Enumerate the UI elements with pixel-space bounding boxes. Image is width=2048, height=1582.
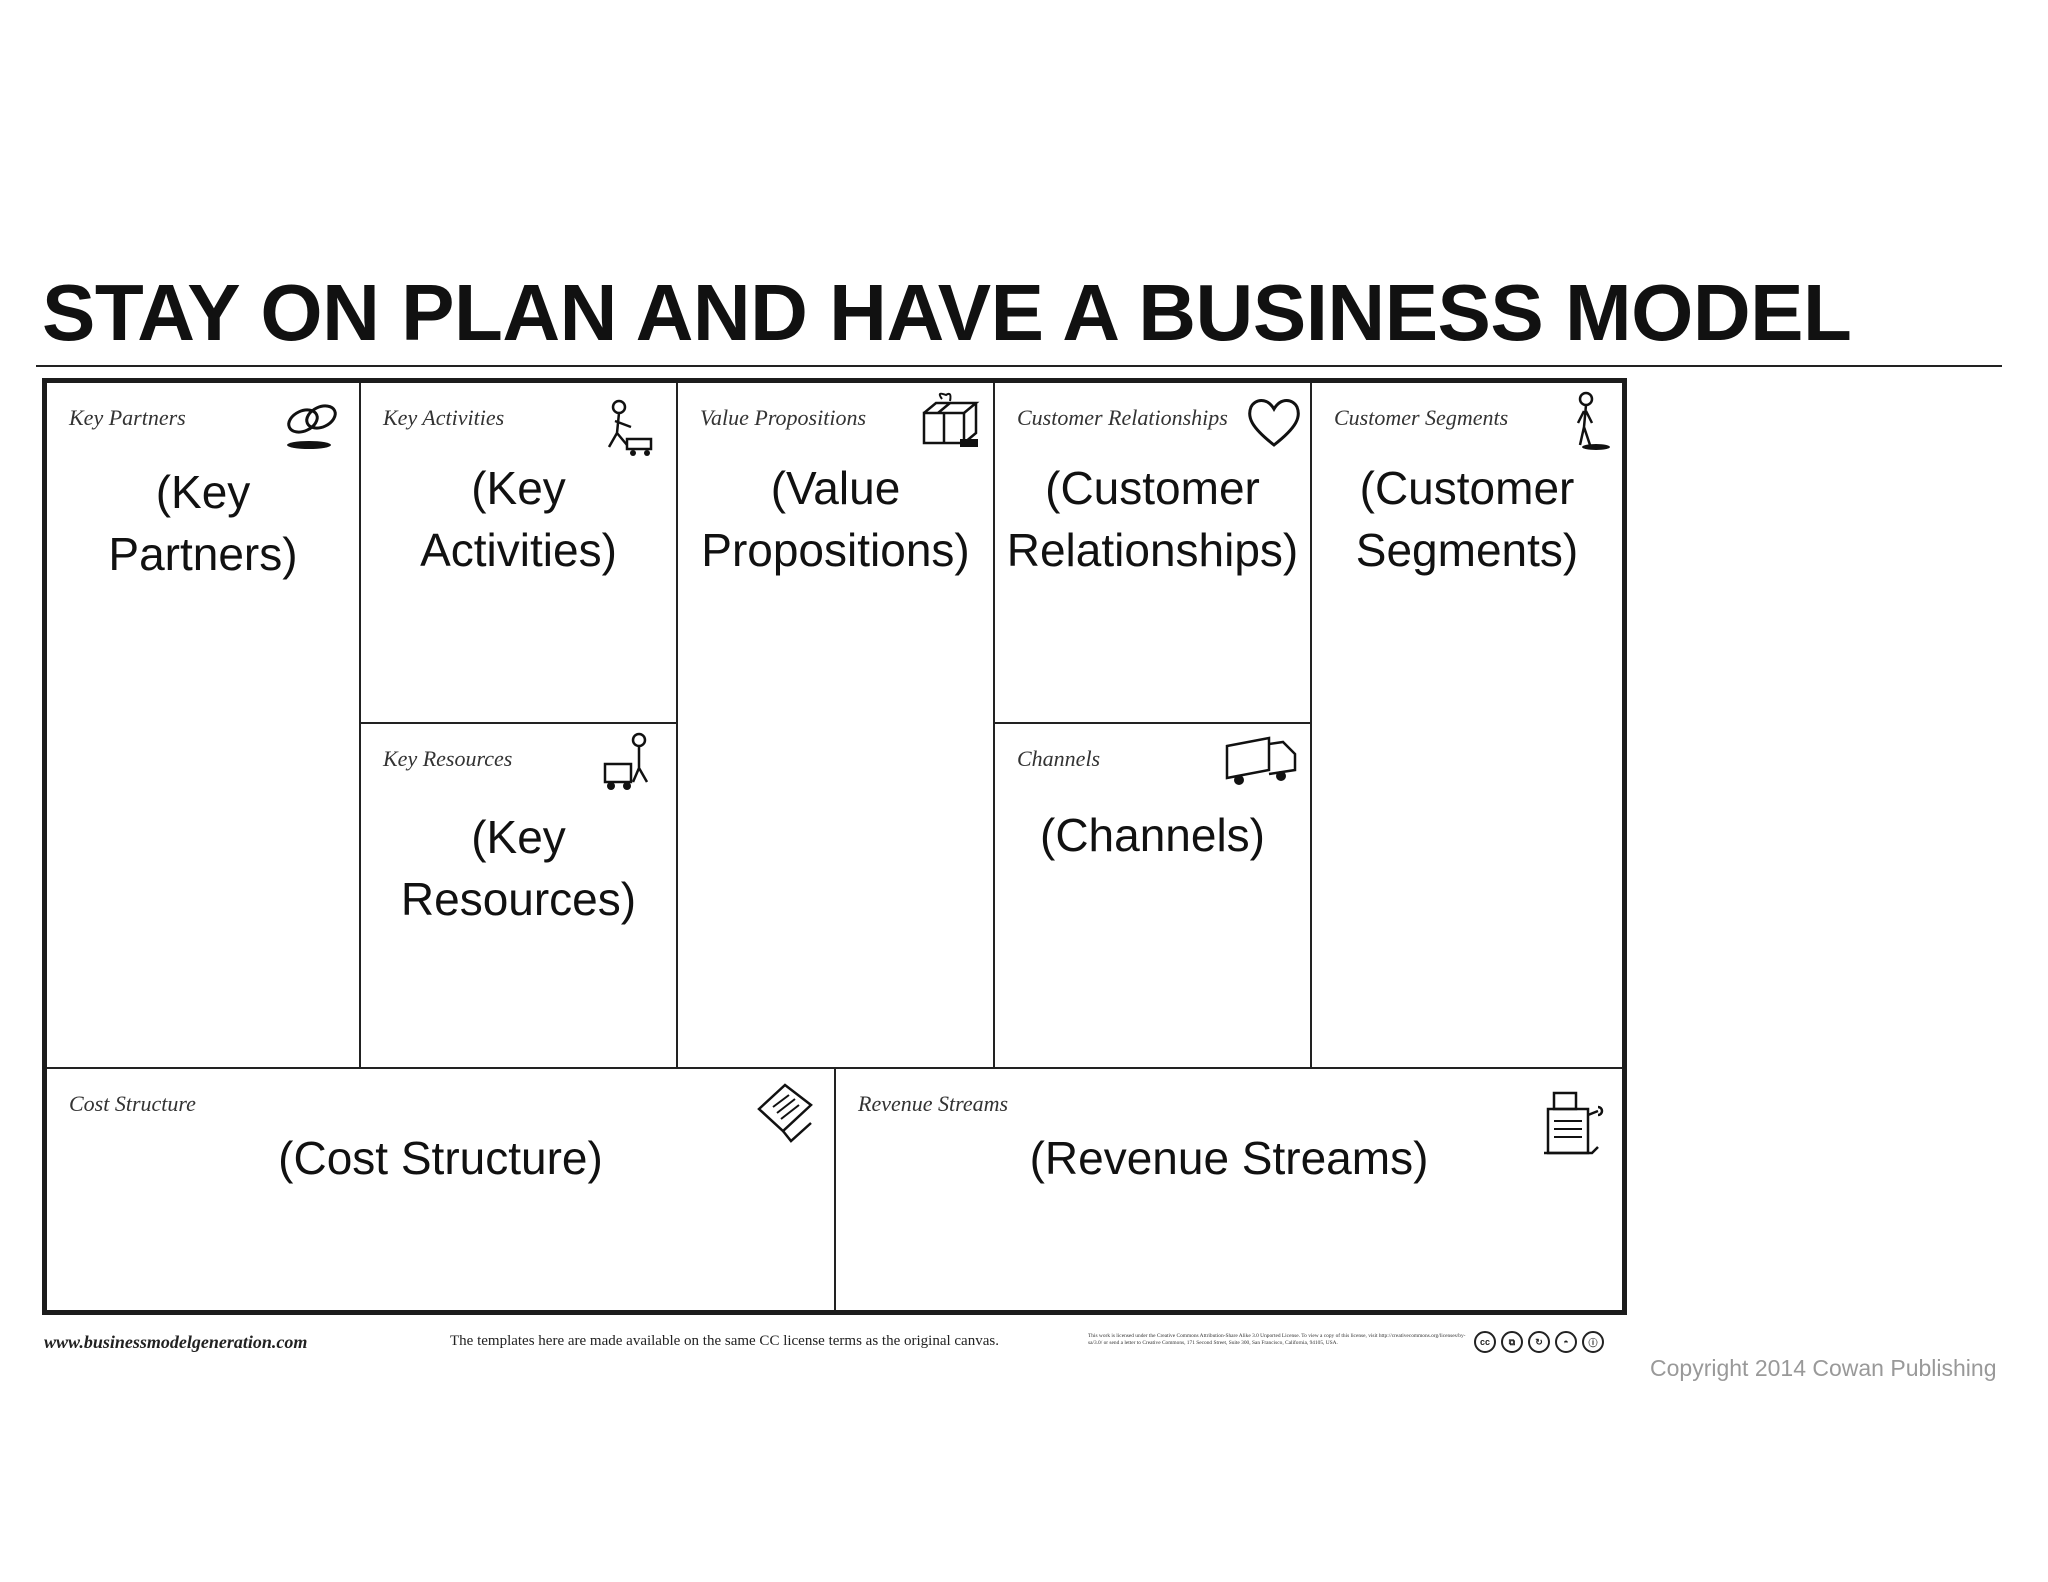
block-text-line: Segments): [1355, 524, 1579, 576]
key-resources-block: Key Resources (Key Resources): [361, 724, 676, 1067]
block-text-line: Activities): [420, 524, 617, 576]
worker-icon: [597, 395, 663, 461]
block-text-line: Propositions): [701, 524, 970, 576]
block-label: Key Partners: [69, 405, 186, 430]
block-text-line: Resources): [400, 873, 637, 925]
divider: [993, 722, 1310, 724]
footer-license-text: This work is licensed under the Creative…: [1088, 1333, 1466, 1346]
divider: [1310, 383, 1312, 1069]
cc-license-icons: cc ⧉ ↻ ◓ ⓘ: [1474, 1331, 1604, 1353]
block-label: Value Propositions: [700, 405, 867, 430]
customer-relationships-block: Customer Relationships (Customer Relatio…: [995, 383, 1310, 722]
block-text-line: (Key: [471, 462, 566, 514]
page-title: STAY ON PLAN AND HAVE A BUSINESS MODEL: [42, 268, 1852, 357]
copyright-notice: Copyright 2014 Cowan Publishing: [1650, 1355, 1997, 1381]
divider: [676, 383, 678, 1069]
share-alike-icon: ↻: [1528, 1331, 1550, 1353]
block-text-line: (Cost Structure): [278, 1132, 603, 1184]
chain-link-icon: [279, 391, 345, 457]
footer-site-url[interactable]: www.businessmodelgeneration.com: [44, 1332, 308, 1352]
value-propositions-block: Value Propositions (Value Propositions): [678, 383, 993, 1067]
block-text-line: (Key: [155, 466, 251, 518]
business-model-canvas: Key Partners (Key Partners) Key Activiti…: [42, 378, 1627, 1315]
cash-register-icon: [1538, 1085, 1608, 1165]
footer-templates-note: The templates here are made available on…: [450, 1333, 999, 1349]
channels-block: Channels (Channels): [995, 724, 1310, 1067]
block-label: Cost Structure: [69, 1091, 196, 1116]
block-label: Channels: [1017, 746, 1101, 771]
block-label: Customer Segments: [1334, 405, 1509, 430]
customer-segments-block: Customer Segments (Customer Segments): [1312, 383, 1622, 1067]
divider: [834, 1067, 836, 1310]
block-text-line: (Revenue Streams): [1029, 1132, 1429, 1184]
title-divider: [36, 365, 2002, 367]
block-label: Key Activities: [383, 405, 505, 430]
divider: [359, 722, 676, 724]
block-label: Revenue Streams: [858, 1091, 1009, 1116]
block-text-line: (Channels): [1040, 809, 1265, 861]
revenue-streams-block: Revenue Streams (Revenue Streams): [836, 1069, 1622, 1310]
person-icon: [1556, 389, 1622, 455]
block-text-line: (Key: [471, 811, 566, 863]
cost-structure-block: Cost Structure (Cost Structure): [47, 1069, 834, 1310]
block-text-line: (Value: [770, 462, 901, 514]
divider: [359, 383, 361, 1069]
forklift-worker-icon: [597, 730, 663, 796]
attribution-icon: ⓘ: [1582, 1331, 1604, 1353]
copy-icon: ⧉: [1501, 1331, 1523, 1353]
gift-box-icon: [916, 389, 982, 455]
block-text-line: Relationships): [1006, 524, 1299, 576]
key-partners-block: Key Partners (Key Partners): [47, 383, 359, 1067]
block-text-line: (Customer: [1359, 462, 1575, 514]
block-text-line: Partners): [108, 528, 298, 580]
truck-icon: [1223, 730, 1303, 796]
price-tag-icon: [751, 1079, 817, 1145]
block-text-line: (Customer: [1045, 462, 1260, 514]
divider: [993, 383, 995, 1069]
block-label: Customer Relationships: [1017, 405, 1228, 430]
cc-icon: cc: [1474, 1331, 1496, 1353]
key-activities-block: Key Activities (Key Activities): [361, 383, 676, 722]
heart-icon: [1241, 389, 1307, 455]
noncommercial-icon: ◓: [1555, 1331, 1577, 1353]
block-label: Key Resources: [383, 746, 513, 771]
